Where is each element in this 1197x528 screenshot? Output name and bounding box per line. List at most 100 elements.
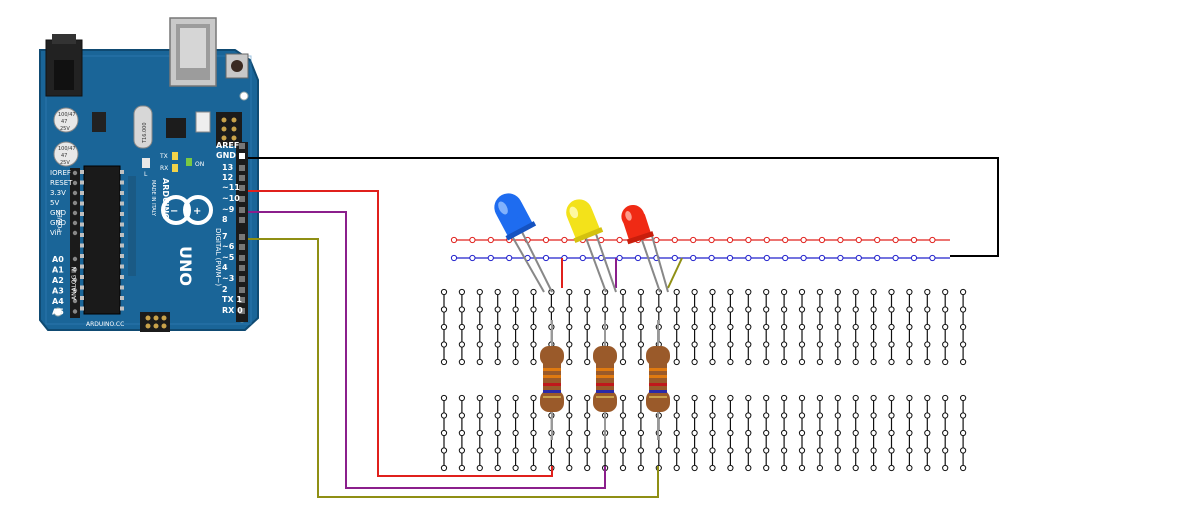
rail-hole-positive <box>671 236 678 244</box>
breadboard-hole <box>637 447 645 454</box>
breadboard-hole <box>798 412 806 419</box>
breadboard-hole <box>727 358 734 366</box>
chip-pin <box>120 296 124 300</box>
chip-pin <box>80 212 84 216</box>
breadboard-hole <box>691 358 698 366</box>
breadboard-hole <box>476 447 483 454</box>
breadboard-hole <box>637 358 645 366</box>
breadboard-hole <box>566 306 573 313</box>
breadboard-hole <box>530 394 537 402</box>
svg-text:+: + <box>193 206 201 217</box>
svg-text:−: − <box>170 206 178 217</box>
breadboard-hole <box>530 288 537 296</box>
analog-pin-label: A0 <box>52 255 64 264</box>
breadboard-hole <box>619 447 627 454</box>
breadboard-hole <box>816 323 824 331</box>
breadboard-hole <box>619 358 627 366</box>
rail-hole-negative <box>929 254 936 262</box>
breadboard-hole <box>476 412 483 419</box>
breadboard-hole <box>870 447 877 454</box>
breadboard-hole <box>512 429 519 437</box>
breadboard-hole <box>458 323 465 331</box>
breadboard-hole <box>727 429 734 437</box>
breadboard-hole <box>494 341 501 348</box>
breadboard-hole <box>458 429 465 437</box>
breadboard-hole <box>888 464 895 472</box>
breadboard-hole <box>458 464 465 472</box>
chip-pin <box>80 222 84 227</box>
breadboard-hole <box>440 429 448 437</box>
digital-pin-label: TX 1 <box>222 295 242 304</box>
breadboard-hole <box>476 464 483 472</box>
led-red <box>621 204 669 293</box>
chip-pin <box>80 275 84 279</box>
breadboard-hole <box>906 412 913 419</box>
rail-hole-negative <box>469 254 476 262</box>
digital-pin-label: GND <box>216 151 236 160</box>
rail-hole-negative <box>726 254 734 262</box>
chip-pin <box>80 306 84 311</box>
breadboard-hole <box>816 288 824 296</box>
breadboard-hole <box>745 288 752 296</box>
breadboard-hole <box>906 288 913 296</box>
breadboard-hole <box>870 323 877 331</box>
breadboard-hole <box>834 447 841 454</box>
breadboard-hole <box>512 412 519 419</box>
breadboard-hole <box>924 394 931 402</box>
atmega-microcontroller <box>80 165 124 315</box>
chip-pin <box>80 201 84 206</box>
rail-hole-negative <box>579 254 586 262</box>
header-pin <box>72 309 78 314</box>
breadboard-hole <box>763 464 770 472</box>
breadboard-hole <box>906 429 913 437</box>
breadboard-hole <box>512 394 519 402</box>
power-pin-label: 5V <box>50 199 59 207</box>
chip-pin <box>120 233 124 237</box>
breadboard-hole <box>637 429 645 437</box>
breadboard-hole <box>888 447 895 454</box>
breadboard-hole <box>798 394 806 402</box>
rail-hole-negative <box>855 254 862 262</box>
digital-pin-label: 7 <box>222 232 228 241</box>
breadboard-hole <box>763 447 770 454</box>
rail-hole-positive <box>910 236 918 244</box>
breadboard-hole <box>906 358 913 366</box>
breadboard-hole <box>960 323 967 331</box>
breadboard-hole <box>924 358 931 366</box>
breadboard-hole <box>816 429 824 437</box>
rail-hole-positive <box>616 236 623 244</box>
chip-pin <box>80 243 84 248</box>
breadboard-hole <box>494 429 501 437</box>
breadboard-hole <box>834 412 841 419</box>
jumper-block <box>195 111 211 133</box>
breadboard-hole <box>476 429 483 437</box>
breadboard-hole <box>691 306 698 313</box>
breadboard-hole <box>673 464 680 472</box>
digital-pin <box>239 175 245 181</box>
breadboard-hole <box>691 464 698 472</box>
breadboard-hole <box>852 306 859 313</box>
breadboard-hole <box>870 412 877 419</box>
breadboard-hole <box>888 429 895 437</box>
breadboard-hole <box>530 447 537 454</box>
breadboard-hole <box>852 429 859 437</box>
breadboard-hole <box>458 394 465 402</box>
chip-pin <box>120 191 124 195</box>
reset-button <box>225 53 249 79</box>
analog-pin-label: A1 <box>52 266 64 275</box>
breadboard-hole <box>942 341 949 348</box>
rail-hole-negative <box>837 254 844 262</box>
chip-pin <box>80 285 84 290</box>
rail-hole-positive <box>929 236 936 244</box>
breadboard-hole <box>781 323 788 331</box>
rail-hole-negative <box>542 254 550 262</box>
digital-pin <box>239 276 245 282</box>
voltage-regulator <box>92 112 106 132</box>
breadboard-hole <box>745 412 752 419</box>
breadboard-hole <box>584 288 591 296</box>
breadboard-hole <box>530 358 537 366</box>
breadboard-hole <box>781 412 788 419</box>
rail-hole-positive <box>874 236 881 244</box>
breadboard-hole <box>458 288 465 296</box>
power-jack <box>45 34 83 97</box>
